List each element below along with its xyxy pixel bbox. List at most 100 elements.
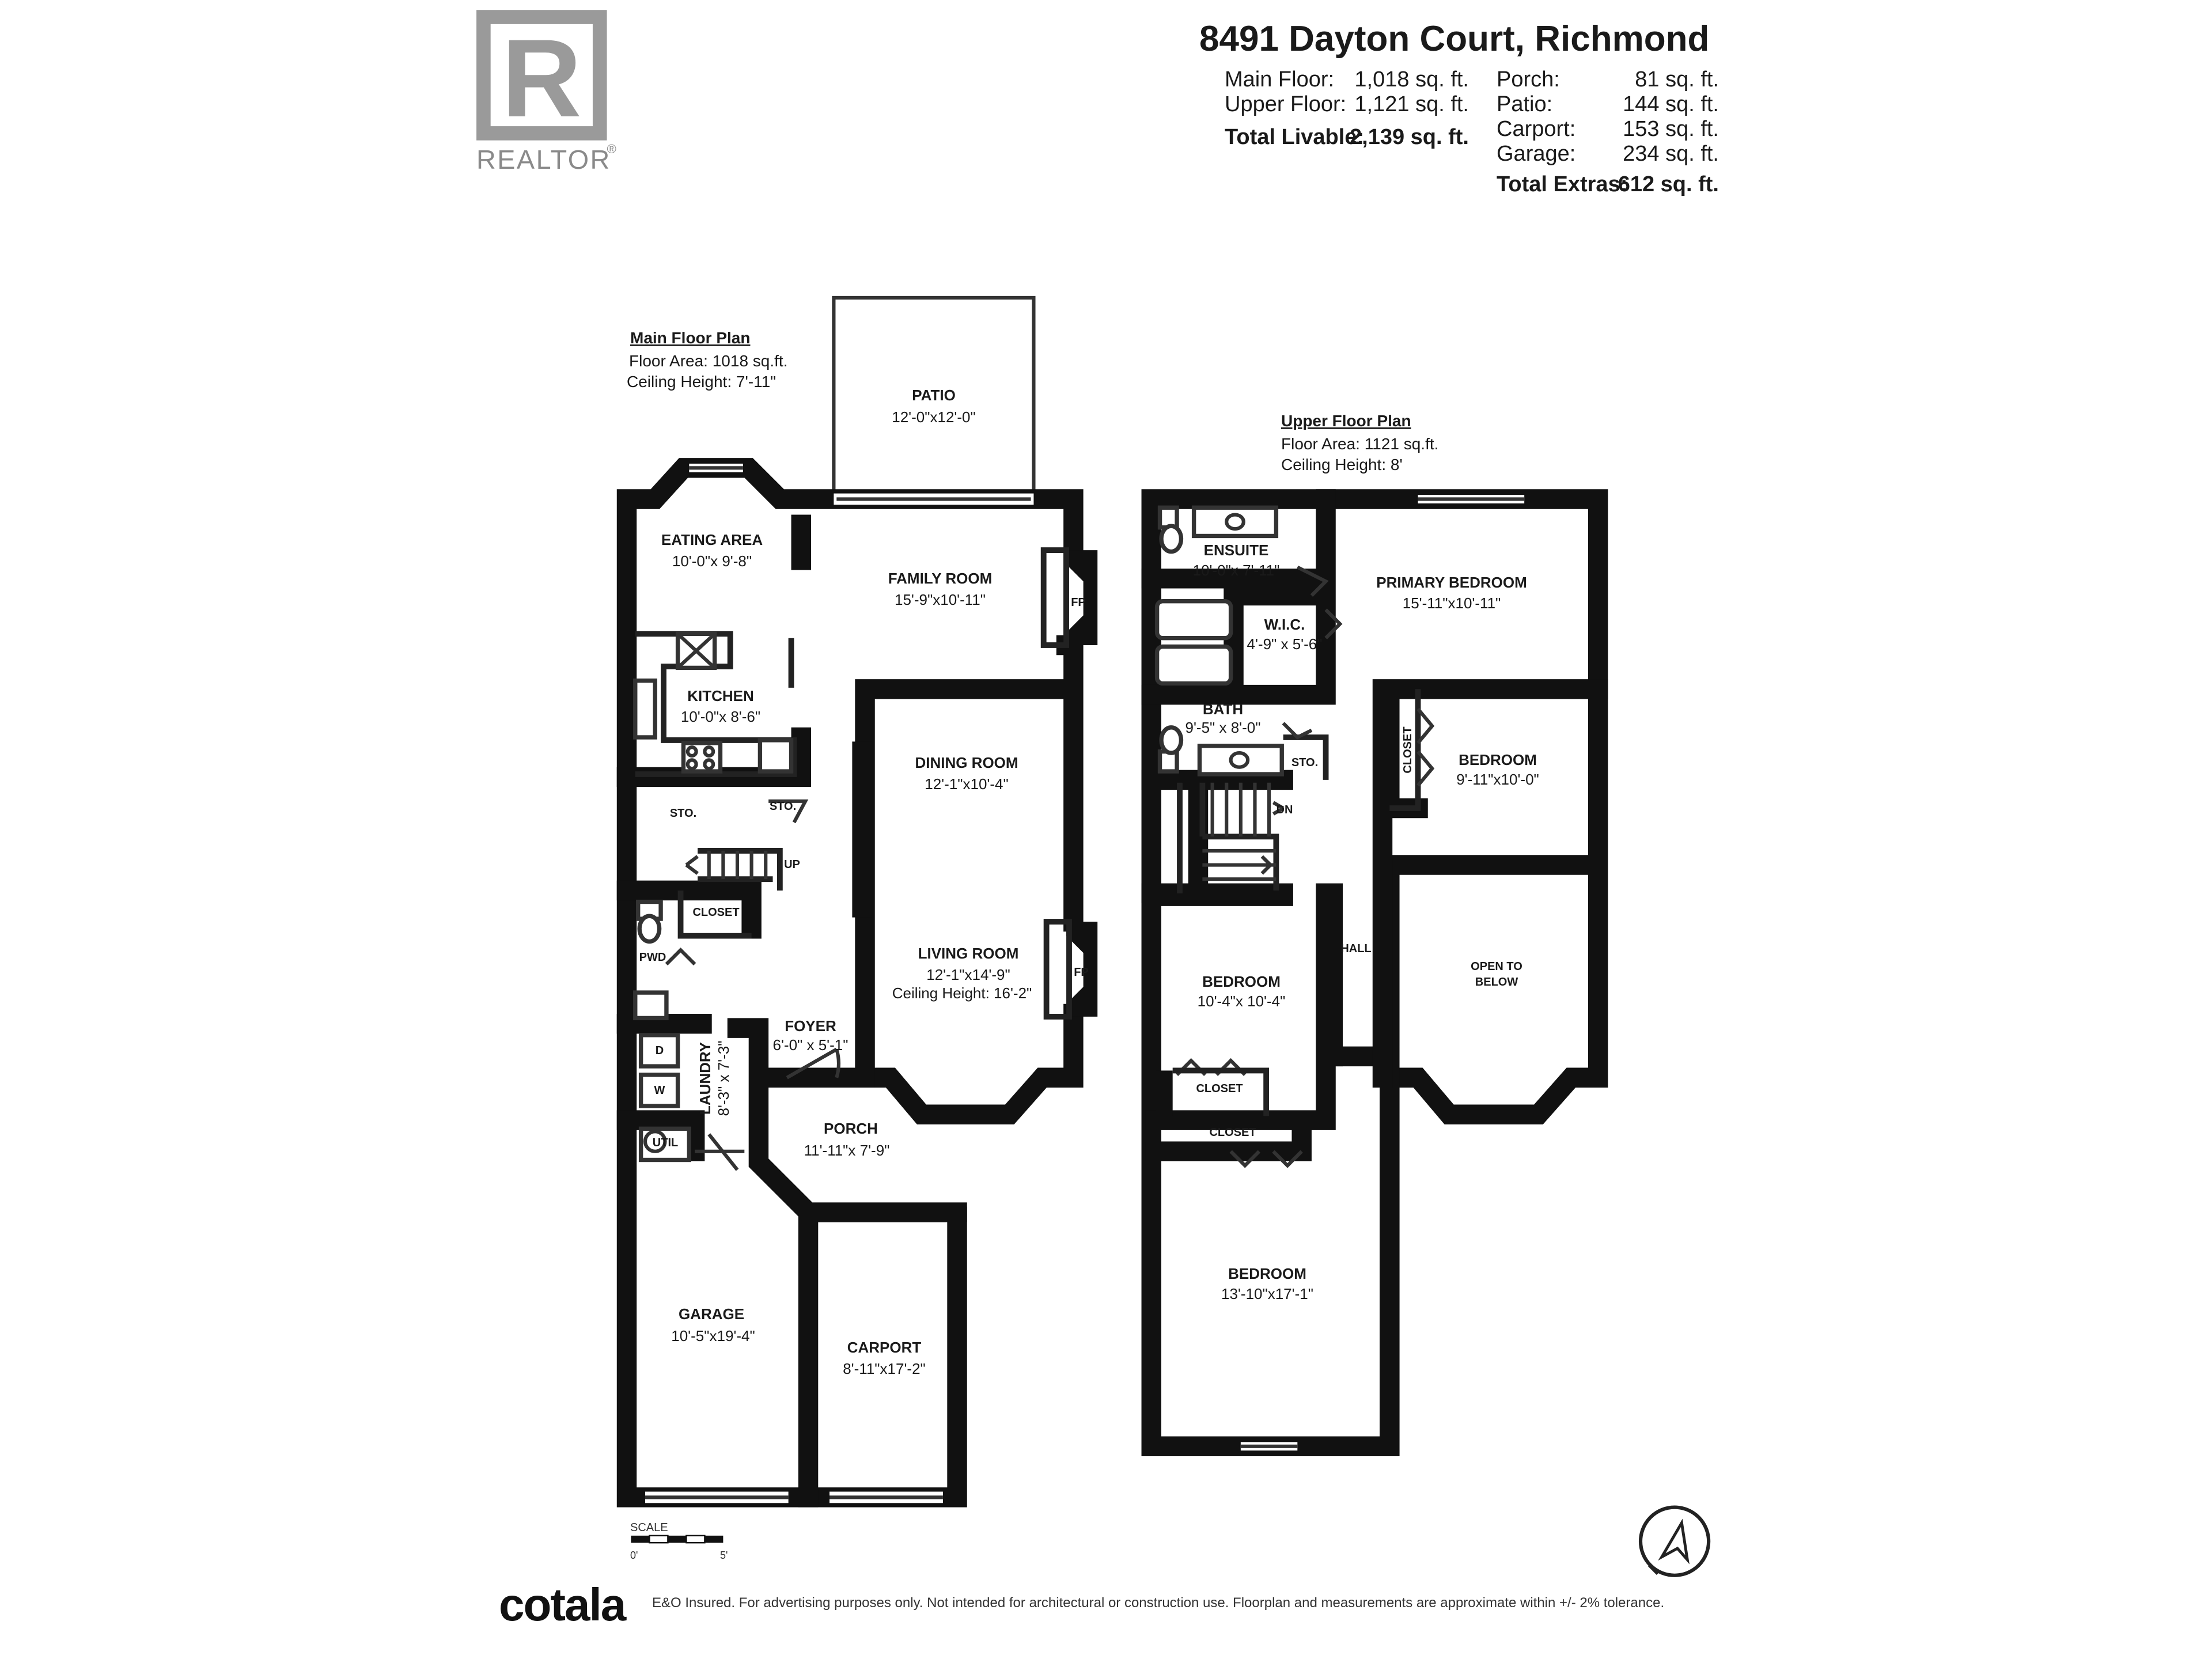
dining-dim: 12'-1"x10'-4": [925, 775, 1008, 793]
closet-b4-label: CLOSET: [1209, 1126, 1256, 1139]
main-floor-area: Floor Area: 1018 sq.ft.: [629, 352, 788, 370]
ensuite-fixtures: [1154, 505, 1279, 686]
scale-min: 0': [630, 1550, 638, 1561]
foyer-dim: 6'-0" x 5'-1": [773, 1036, 849, 1054]
header-summary: 8491 Dayton Court, Richmond Main Floor: …: [1199, 19, 1719, 196]
garage-name: GARAGE: [679, 1305, 744, 1323]
living-ceiling: Ceiling Height: 16'-2": [892, 984, 1032, 1002]
main-floor-label: Main Floor:: [1225, 67, 1334, 92]
porch-name: PORCH: [824, 1120, 878, 1137]
upper-floor-value: 1,121 sq. ft.: [1354, 92, 1469, 116]
total-extras-value: 612 sq. ft.: [1618, 172, 1719, 196]
bedroom2-name: BEDROOM: [1459, 751, 1537, 768]
bath-dim: 9'-5" x 8'-0": [1185, 719, 1261, 736]
wic-dim: 4'-9" x 5'-6": [1247, 635, 1323, 653]
scale-bar: SCALE 0' 5': [630, 1521, 728, 1561]
bedroom4-name: BEDROOM: [1228, 1265, 1306, 1282]
upper-floor-ceiling: Ceiling Height: 8': [1281, 456, 1403, 474]
washer-label: W: [654, 1084, 665, 1097]
up-label: UP: [784, 858, 800, 871]
dining-name: DINING ROOM: [915, 754, 1018, 771]
carport-label: Carport:: [1497, 117, 1575, 141]
closet-partition: [677, 890, 752, 939]
living-dim: 12'-1"x14'-9": [926, 966, 1010, 983]
bedroom3-name: BEDROOM: [1202, 973, 1281, 990]
washer: [638, 1073, 680, 1108]
laundry-dim: 8'-3" x 7'-3": [715, 1041, 732, 1116]
closet-vertical-label: CLOSET: [1402, 726, 1414, 773]
realtor-logo-letter: R: [502, 16, 582, 140]
pwd-toilet: [637, 914, 662, 944]
kitchen-dim: 10'-0"x 8'-6": [681, 708, 760, 725]
util-label: UTIL: [653, 1137, 678, 1149]
main-floor-ceiling: Ceiling Height: 7'-11": [627, 373, 776, 391]
realtor-logo: R REALTOR ®: [476, 10, 616, 175]
main-floor-plan: Main Floor Plan Floor Area: 1018 sq.ft. …: [616, 296, 1098, 1508]
upper-floor-area: Floor Area: 1121 sq.ft.: [1281, 435, 1438, 453]
closet-b3-label: CLOSET: [1196, 1082, 1243, 1095]
closet-partition-upper: [1389, 689, 1421, 811]
family-dim: 15'-9"x10'-11": [895, 591, 986, 608]
closet-label: CLOSET: [692, 906, 739, 919]
fp-label-living: FP: [1074, 966, 1089, 979]
main-doors: [665, 799, 840, 1171]
porch-label: Porch:: [1497, 67, 1560, 92]
total-extras-label: Total Extras:: [1497, 172, 1627, 196]
total-livable-value: 2,139 sq. ft.: [1350, 125, 1469, 149]
disclaimer-text: E&O Insured. For advertising purposes on…: [652, 1595, 1664, 1611]
living-name: LIVING ROOM: [918, 945, 1019, 962]
ensuite-dim: 10'-0"x 7'-11": [1193, 562, 1280, 579]
main-stairs: [685, 848, 783, 891]
bedroom4-dim: 13'-10"x17'-1": [1221, 1285, 1313, 1302]
bedroom2-dim: 9'-11"x10'-0": [1456, 771, 1539, 788]
cotala-logo: cotala: [499, 1579, 627, 1630]
scale-max: 5': [720, 1550, 728, 1561]
garage-label: Garage:: [1497, 142, 1575, 166]
scale-label: SCALE: [630, 1521, 668, 1534]
carport-value: 153 sq. ft.: [1623, 117, 1719, 141]
bath-fixtures: [1157, 725, 1284, 777]
pwd-sink: [633, 990, 669, 1021]
patio-name: PATIO: [912, 387, 956, 404]
upper-floor-label: Upper Floor:: [1225, 92, 1346, 116]
garage-value: 234 sq. ft.: [1623, 142, 1719, 166]
eating-name: EATING AREA: [661, 531, 763, 548]
primary-dim: 15'-11"x10'-11": [1403, 594, 1501, 612]
dryer: [638, 1033, 680, 1069]
laundry-name: LAUNDRY: [696, 1042, 714, 1115]
below-label: BELOW: [1475, 976, 1518, 988]
eating-dim: 10'-0"x 9'-8": [672, 552, 752, 570]
main-floor-title: Main Floor Plan: [630, 329, 750, 347]
primary-name: PRIMARY BEDROOM: [1376, 574, 1527, 591]
fireplace-family: [1040, 547, 1098, 648]
open-to-label: OPEN TO: [1471, 960, 1522, 973]
dn-label: DN: [1277, 804, 1293, 816]
address-title: 8491 Dayton Court, Richmond: [1199, 19, 1709, 59]
carport-name: CARPORT: [847, 1339, 922, 1356]
upper-interior-walls: [1141, 489, 1608, 1161]
main-interior-walls: [616, 727, 967, 1508]
wic-name: W.I.C.: [1264, 616, 1305, 633]
porch-dim: 11'-11"x 7'-9": [804, 1142, 890, 1159]
sto-label-upper: STO.: [1291, 756, 1318, 769]
realtor-logo-registered: ®: [607, 142, 616, 156]
upper-floor-plan: Upper Floor Plan Floor Area: 1121 sq.ft.…: [1141, 412, 1608, 1456]
porch-value: 81 sq. ft.: [1635, 67, 1719, 92]
realtor-logo-text: REALTOR: [476, 145, 611, 175]
main-exterior-walls: [616, 458, 1084, 1508]
ensuite-name: ENSUITE: [1204, 541, 1269, 559]
pwd-label: PWD: [639, 951, 666, 964]
north-arrow-icon: [1638, 1505, 1711, 1577]
dryer-label: D: [656, 1044, 664, 1057]
carport-dim: 8'-11"x17'-2": [843, 1360, 926, 1377]
footer: cotala E&O Insured. For advertising purp…: [499, 1579, 1664, 1630]
bedroom3-dim: 10'-4"x 10'-4": [1198, 993, 1286, 1010]
kitchen-name: KITCHEN: [687, 687, 754, 704]
sto-label-1: STO.: [670, 807, 696, 820]
patio-label: Patio:: [1497, 92, 1552, 116]
kitchen-counters: [633, 631, 797, 777]
upper-doors: [1175, 565, 1435, 1168]
patio-value: 144 sq. ft.: [1623, 92, 1719, 116]
fp-label-family: FP: [1071, 596, 1086, 609]
patio-dim: 12'-0"x12'-0": [892, 408, 975, 426]
